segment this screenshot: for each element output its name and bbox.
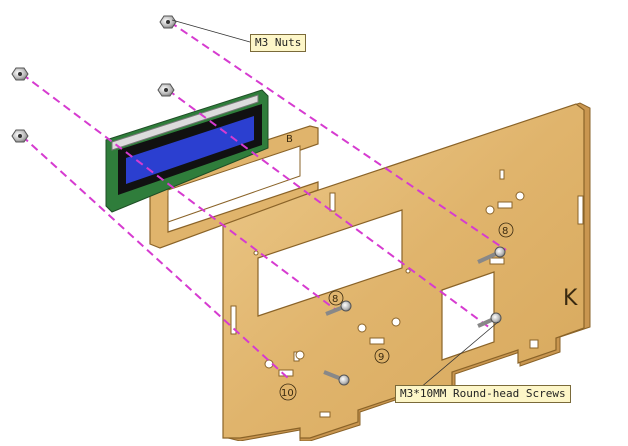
- screw-icon: [323, 370, 350, 386]
- panel-k: 8 8 9 10 K: [222, 102, 591, 442]
- leader-lines: [171, 19, 499, 389]
- lcd-module: [105, 89, 269, 213]
- lcd-screen: [126, 116, 254, 184]
- hole-label-upper: 8: [332, 294, 338, 305]
- assembly-guides: [21, 21, 507, 379]
- nut-icon: [11, 67, 29, 81]
- hole-label-9: 9: [378, 352, 384, 363]
- label-m3-nuts: M3 Nuts: [250, 34, 307, 52]
- label-m3-screws: M3*10MM Round-head Screws: [395, 385, 571, 403]
- screw-icon: [477, 246, 506, 264]
- nut-icon: [11, 129, 29, 143]
- panel-letter-k: K: [563, 286, 578, 311]
- hole-label-8: 8: [502, 226, 508, 237]
- frame-b: B: [149, 125, 319, 249]
- lcd-window: [257, 209, 403, 317]
- screw-icon: [325, 300, 352, 316]
- nut-icon: [157, 83, 175, 97]
- nut-icon: [159, 15, 177, 29]
- hole-label-10: 10: [281, 388, 294, 399]
- frame-letter-b: B: [286, 134, 293, 145]
- screw-icon: [477, 312, 502, 328]
